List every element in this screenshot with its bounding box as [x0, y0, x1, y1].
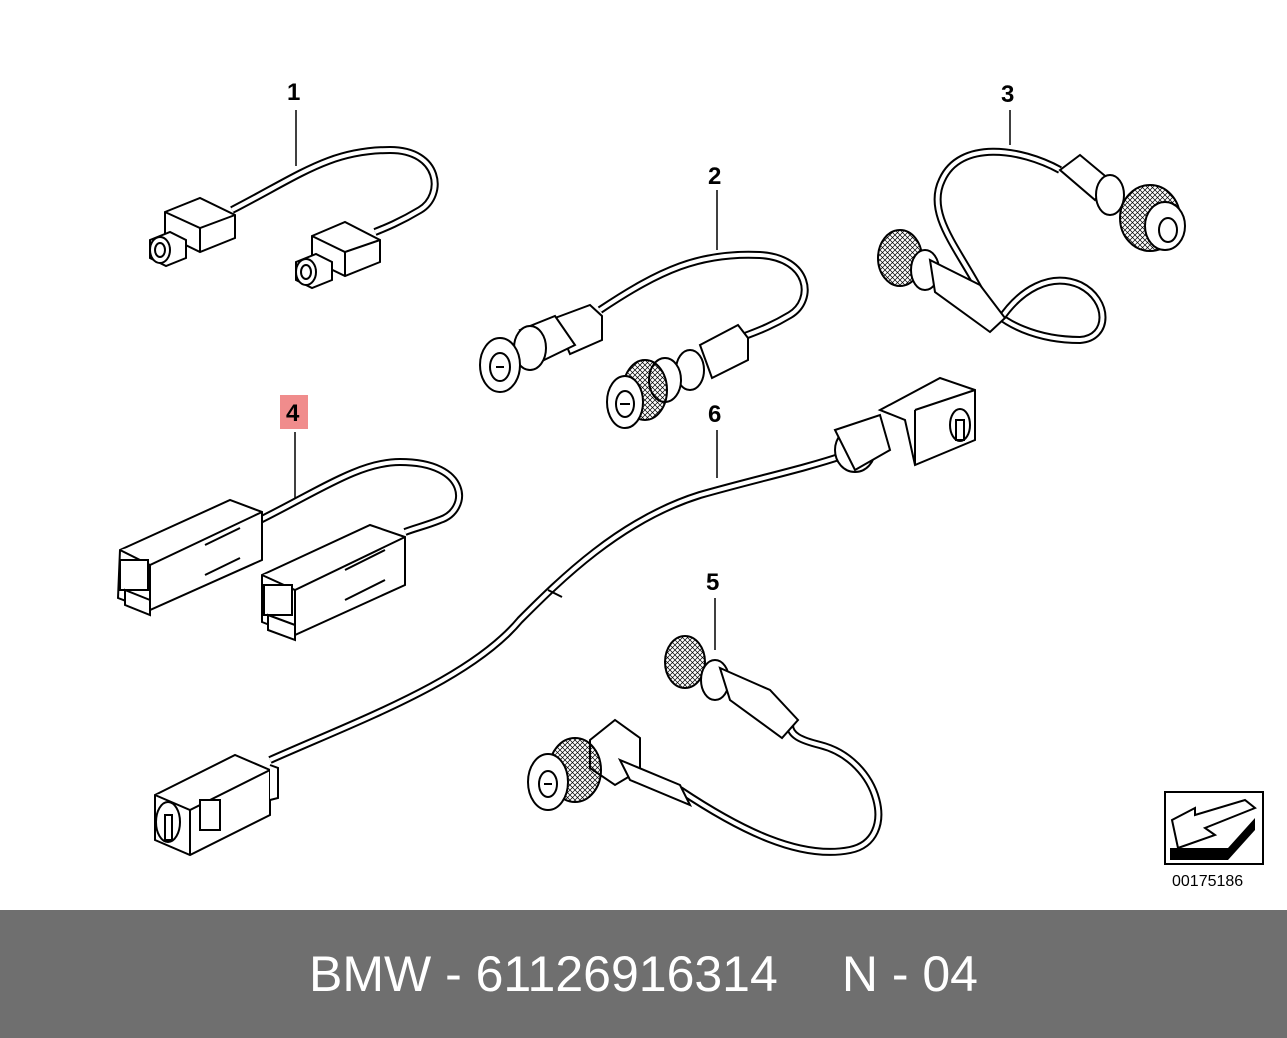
- brand-part-number: BMW - 61126916314: [309, 946, 778, 1002]
- orientation-arrow-box: [1164, 791, 1264, 865]
- diagram-canvas: 1 2 3 4 5 6 00175186: [116, 79, 1264, 890]
- connector-4a: [116, 498, 263, 617]
- plug-3a: [1058, 153, 1186, 252]
- callout-4: 4: [286, 400, 300, 427]
- cable-part-4: [116, 432, 464, 642]
- cable-part-1: [149, 110, 439, 290]
- connector-6b: [833, 376, 976, 473]
- reference-number: 00175186: [1172, 873, 1243, 890]
- cable-part-3: [877, 110, 1186, 345]
- plug-5a: [664, 635, 800, 740]
- plug-3b: [877, 229, 1007, 334]
- callout-3: 3: [1001, 81, 1014, 108]
- cable-part-6: [154, 376, 976, 857]
- plug-2a: [479, 303, 603, 393]
- orientation-arrow-icon: [1170, 798, 1257, 850]
- connector-6a: [154, 753, 279, 857]
- callout-1: 1: [287, 79, 300, 106]
- callout-6: 6: [708, 401, 721, 428]
- parts-diagram: 1 2 3 4 5 6 00175186: [116, 79, 1264, 890]
- connector-4b: [261, 523, 406, 642]
- callout-5: 5: [706, 569, 719, 596]
- position-code: N - 04: [841, 946, 978, 1002]
- cable-part-2: [479, 190, 809, 429]
- cable-part-5: [527, 598, 883, 856]
- connector-1b: [295, 220, 381, 290]
- footer-bar: BMW - 61126916314 N - 04: [0, 910, 1287, 1038]
- connector-1a: [149, 196, 236, 268]
- plug-2b: [606, 323, 749, 429]
- callout-2: 2: [708, 163, 721, 190]
- plug-5b: [527, 718, 693, 811]
- callout-4-highlight: [280, 395, 308, 429]
